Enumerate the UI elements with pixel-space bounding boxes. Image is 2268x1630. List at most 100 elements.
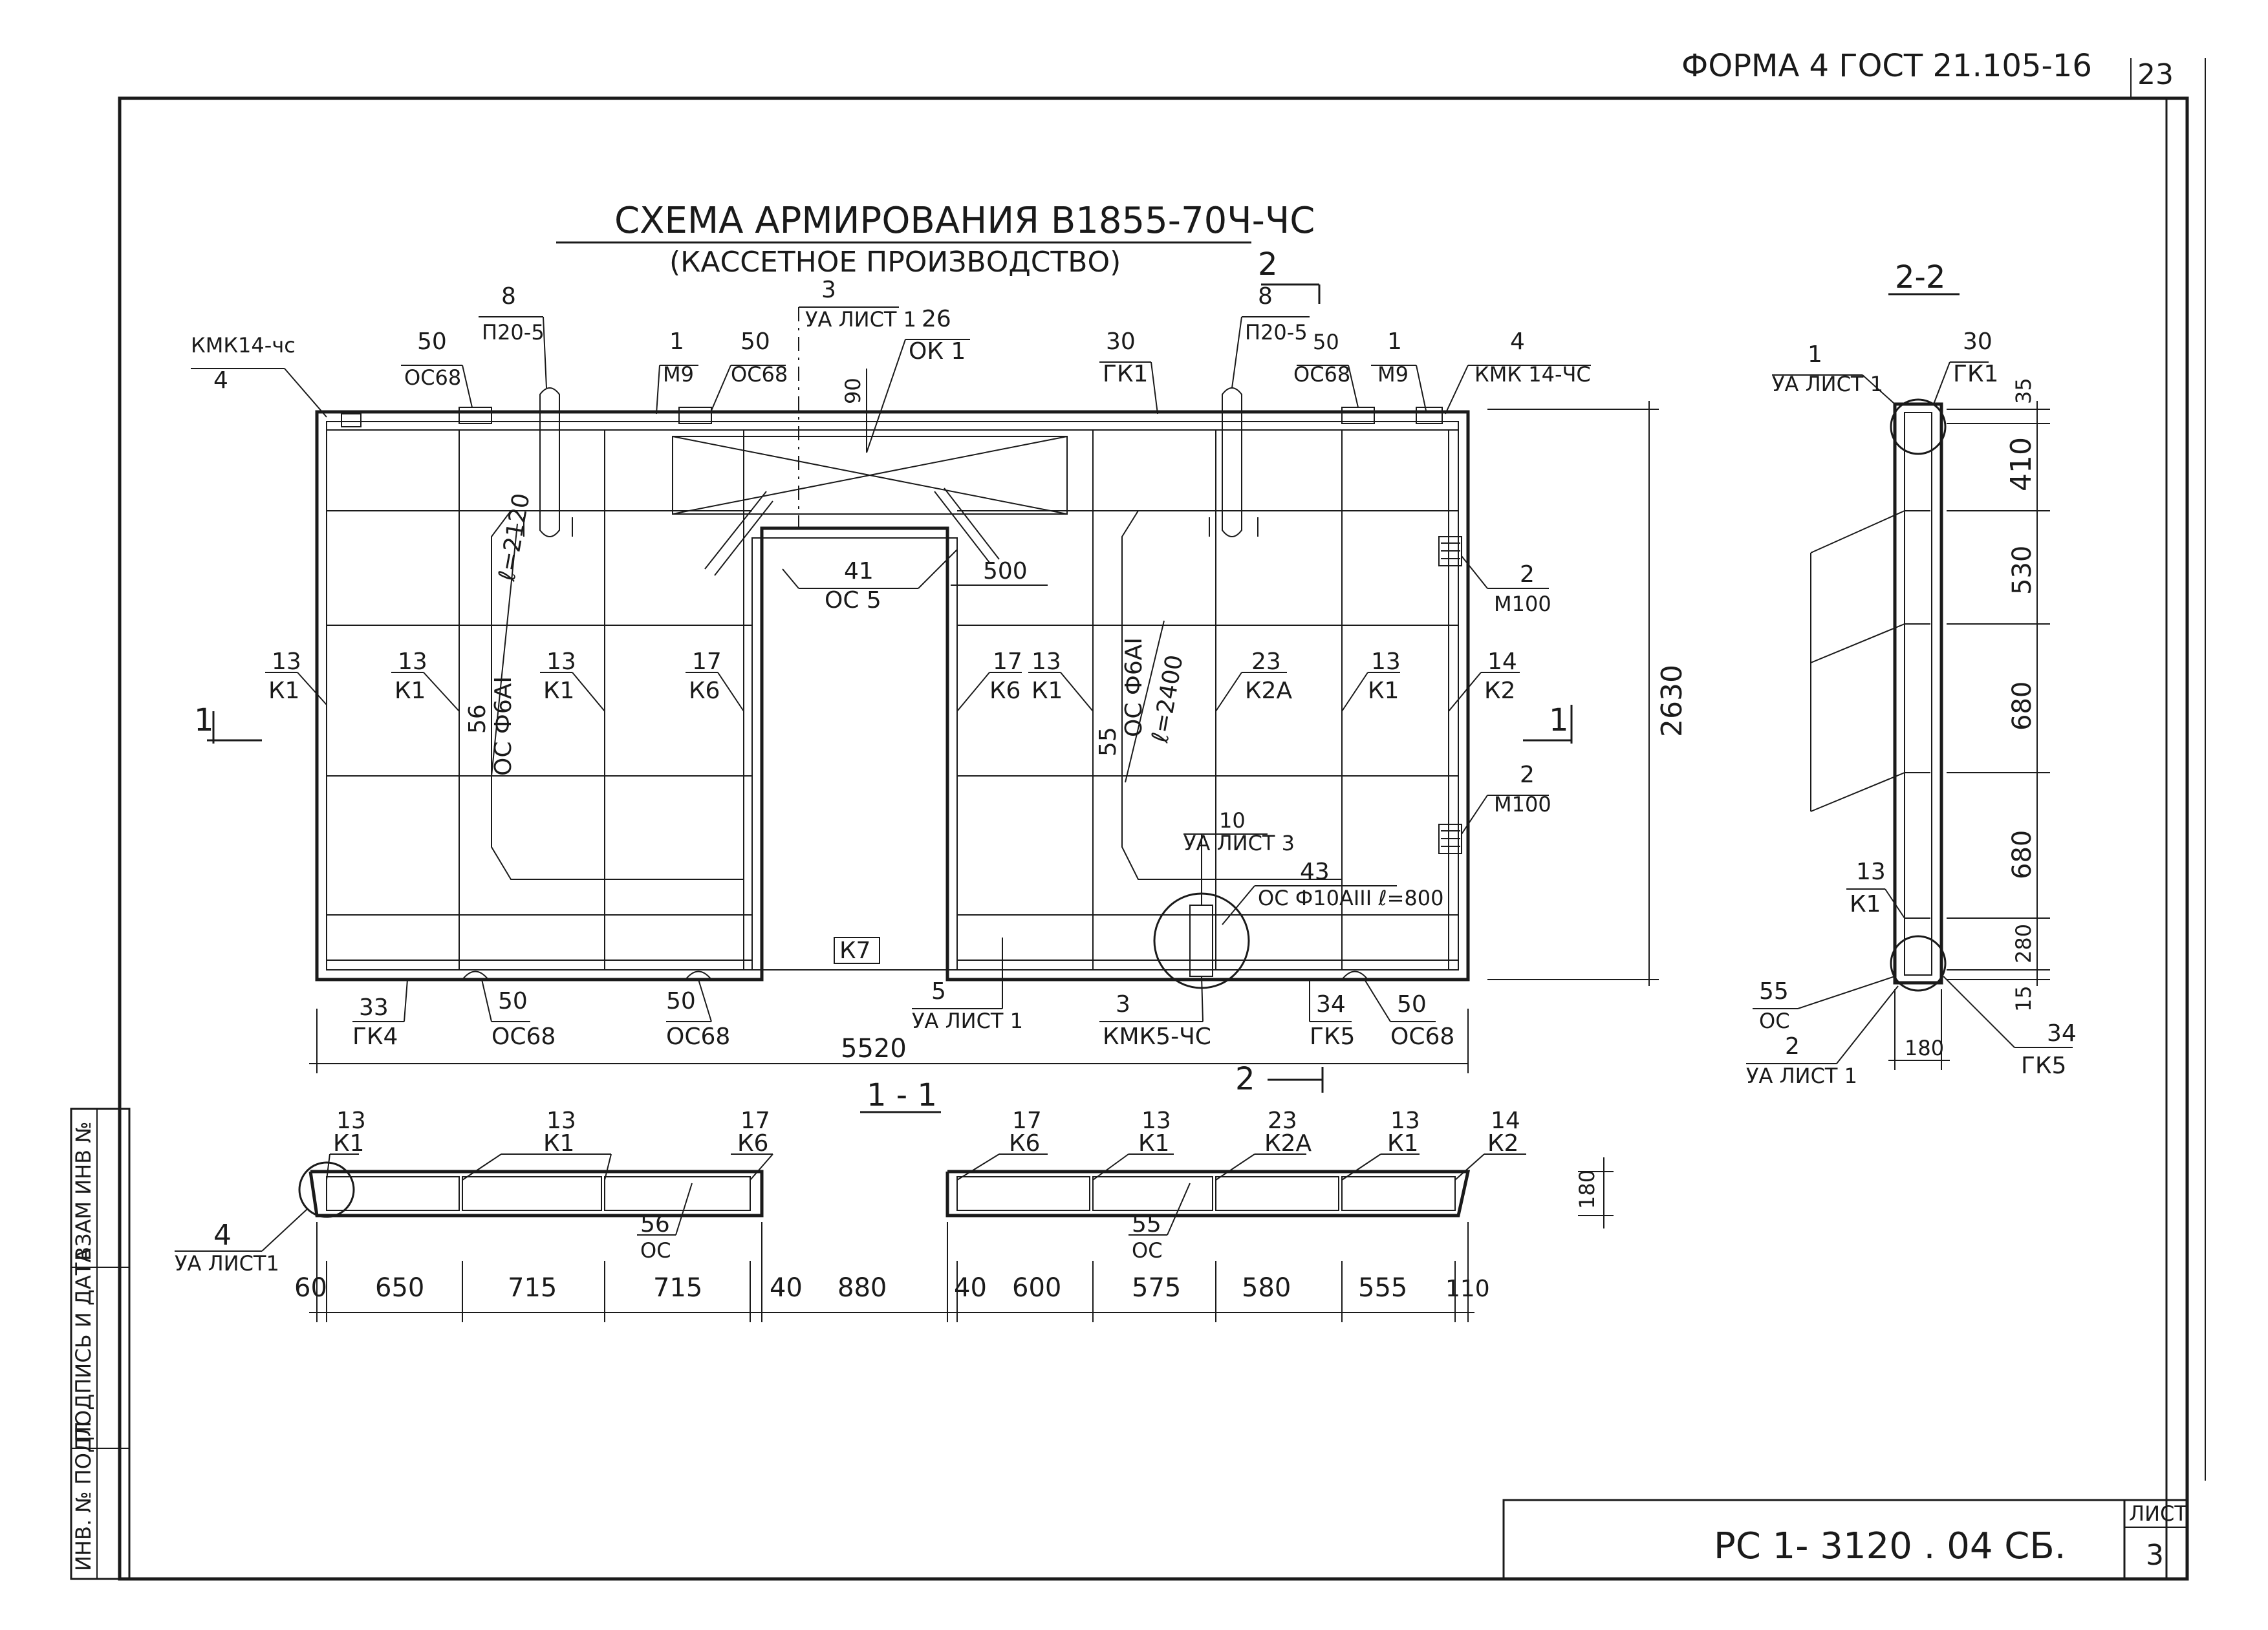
callout-k2a-top: 23 [1251,649,1281,675]
callout-ok1-bottom: ОК 1 [909,338,966,365]
callout-oc68-d-bottom: ОС68 [491,1024,556,1050]
s11-dim-10: 580 [1242,1273,1291,1303]
s22-dim-2: 410 [2005,437,2038,491]
section-1-1-label: 1 - 1 [867,1077,937,1113]
callout-detail10-bottom: УА ЛИСТ 3 [1183,831,1295,855]
callout-oc68-a-bottom: ОС68 [404,365,461,390]
s11-rod55-bottom: ОС [1132,1238,1163,1263]
s11-callout-8-top: 14 [1491,1108,1520,1134]
s22-dim-5: 680 [2007,830,2037,879]
callout-m100-a-bottom: М100 [1494,592,1551,616]
sheet-label: ЛИСТ [2129,1501,2187,1526]
dim-500: 500 [983,558,1028,584]
callout-kmk14-right-top: 4 [1510,328,1525,355]
s11-callout-3-top: 17 [740,1108,770,1134]
panel-elevation [315,307,1470,989]
callout-m9-a-bottom: М9 [663,362,694,387]
section-2-2-profile [1746,361,2073,1070]
s11-dim-9: 575 [1132,1273,1181,1303]
label-k7: К7 [839,938,870,964]
callout-k1-c-top: 13 [546,649,576,675]
side-stamp [70,1108,131,1580]
drawing-subtitle: (КАССЕТНОЕ ПРОИЗВОДСТВО) [669,246,1121,279]
callout-oc68-d-top: 50 [498,988,528,1014]
s11-dim-5: 40 [770,1273,803,1303]
s11-callout-5-top: 13 [1141,1108,1171,1134]
callout-oc10-top: 43 [1300,859,1330,885]
callout-k6-b-top: 17 [993,649,1022,675]
callout-k1-b-bottom: К1 [394,678,426,704]
callout-k1-d-top: 13 [1031,649,1061,675]
elevation-callouts [191,306,1591,1022]
callout-oc68-f-top: 50 [1397,991,1427,1018]
elevation-labels: КМК14-чс 4 50 ОС68 8 П20-5 1 М9 50 ОС68 … [191,277,1591,1050]
s22-dim-7: 15 [2011,985,2036,1012]
rod56-spec: ОС Ф6АI [490,676,517,776]
callout-k1-a-bottom: К1 [268,678,299,704]
callout-kmk5-top: 3 [1116,991,1130,1018]
callout-detail3-top: 3 [821,277,836,303]
s11-callout-7-bottom: К1 [1387,1130,1418,1157]
overall-height: 2630 [1656,665,1689,737]
s11-detail4-top: 4 [213,1219,232,1252]
s22-detail2-bottom: УА ЛИСТ 1 [1746,1064,1857,1088]
side-field-sign: ПОДПИСЬ И ДАТА [71,1249,96,1442]
cut-2-bottom: 2 [1235,1061,1255,1097]
callout-m100-b-bottom: М100 [1494,792,1551,817]
s11-callout-8-bottom: К2 [1487,1130,1518,1157]
callout-oc68-b-top: 50 [740,328,770,355]
callout-p205-a-bottom: П20-5 [482,320,545,345]
s11-callout-1-bottom: К1 [333,1130,364,1157]
callout-detail5-bottom: УА ЛИСТ 1 [912,1009,1023,1033]
callout-m100-a-top: 2 [1520,561,1535,588]
length-2120: ℓ=2120 [493,491,535,584]
form-label: ФОРМА 4 ГОСТ 21.105-16 [1681,48,2092,84]
callout-p205-b-top: 8 [1258,283,1273,310]
callout-kmk14-left-top: КМК14-чс [191,333,296,358]
s11-callout-2-bottom: К1 [543,1130,574,1157]
overall-dimensions [309,401,1659,1073]
callout-detail5-top: 5 [931,978,946,1005]
side-field-replace: ВЗАМ ИНВ № [71,1121,96,1261]
s11-callout-5-bottom: К1 [1138,1130,1169,1157]
s11-detail4-bottom: УА ЛИСТ1 [175,1251,279,1276]
title-block [1502,1499,2188,1580]
callout-detail3-bottom: УА ЛИСТ 1 [805,307,916,332]
s22-detail2-top: 2 [1785,1033,1800,1060]
cut-1-left: 1 [194,702,214,738]
s11-callout-1-top: 13 [336,1108,366,1134]
document-code: РС 1- 3120 . 04 СБ. [1714,1525,2066,1567]
s11-callout-2-top: 13 [546,1108,576,1134]
s22-dim-4: 680 [2007,681,2037,731]
callout-oc68-e-bottom: ОС68 [666,1024,730,1050]
callout-k6-a-top: 17 [692,649,722,675]
s22-dim-6: 280 [2011,924,2036,963]
callout-k1-d-bottom: К1 [1031,678,1063,704]
s11-dim-4: 715 [653,1273,702,1303]
sheet-frame [118,58,2206,1581]
callout-k2-top: 14 [1487,649,1517,675]
s22-detail1-top: 1 [1808,341,1822,368]
side-field-inv: ИНВ. № ПОДЛ [71,1421,96,1571]
callout-gk1-top: 30 [1106,328,1136,355]
callout-ok1-top: 26 [922,306,951,332]
callout-gk4-top: 33 [359,994,389,1021]
section-1-1-labels: 13 К1 13 К1 17 К6 17 К6 13 К1 23 К2А 13 … [175,1108,1599,1303]
s22-gk5-bottom: ГК5 [2021,1053,2066,1079]
callout-oc10-bottom: ОС Ф10АIII ℓ=800 [1258,886,1443,910]
callout-kmk5-bottom: КМК5-ЧС [1103,1024,1211,1050]
s22-width: 180 [1905,1036,1944,1060]
rod55-number: 55 [1095,727,1121,756]
drawing-title: СХЕМА АРМИРОВАНИЯ В1855-70Ч-ЧС [614,200,1315,242]
cut-1-right: 1 [1549,702,1569,738]
page-corner-number: 23 [2137,58,2174,91]
section-cut-marks [207,283,1573,1093]
callout-oc5-top: 41 [844,558,874,584]
callout-k6-b-bottom: К6 [989,678,1021,704]
s22-k1-bottom: К1 [1850,891,1881,917]
section-2-2-labels: 1 УА ЛИСТ 1 30 ГК1 13 К1 55 ОС 2 УА ЛИСТ… [1746,328,2077,1088]
s11-dim-12: 110 [1445,1276,1490,1302]
callout-k1-a-top: 13 [272,649,301,675]
s22-detail1-bottom: УА ЛИСТ 1 [1772,372,1883,396]
